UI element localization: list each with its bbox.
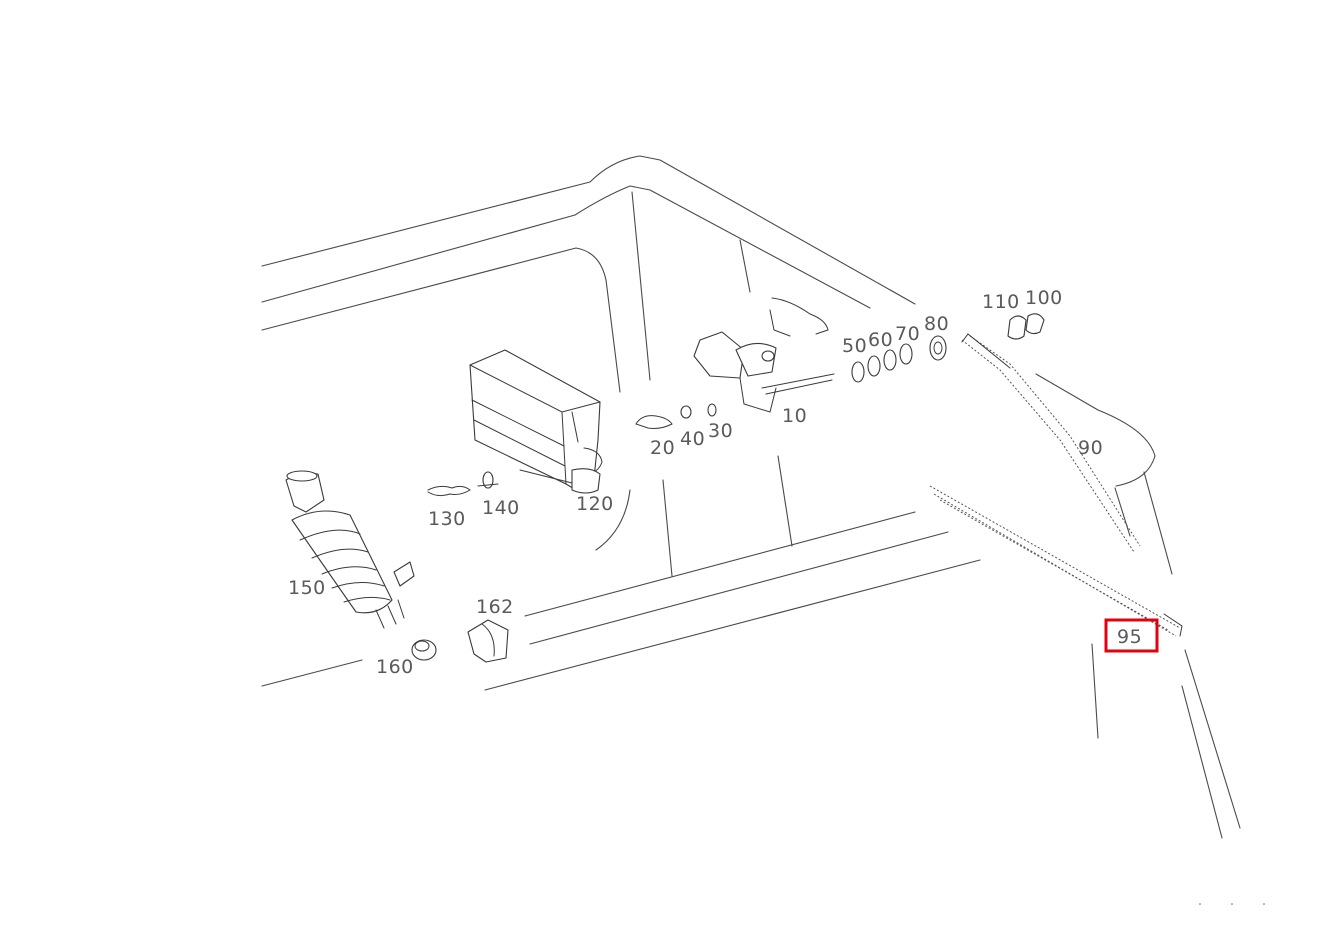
washer-pump (285, 470, 415, 629)
callout-95[interactable]: 95 (1117, 626, 1142, 648)
callout-labels: 10 20 40 30 50 60 70 80 110 100 90 95 12… (288, 287, 1142, 678)
wiper-arm (961, 333, 1141, 553)
pump-grommet (411, 639, 437, 661)
wiper-nuts-washers (851, 335, 947, 383)
callout-80[interactable]: 80 (924, 313, 949, 335)
hose-connector (427, 471, 499, 497)
callout-50[interactable]: 50 (842, 335, 867, 357)
callout-120[interactable]: 120 (576, 493, 614, 515)
corner-dots (1199, 903, 1265, 905)
callout-30[interactable]: 30 (708, 420, 733, 442)
callout-160[interactable]: 160 (376, 656, 414, 678)
reservoir-cap (571, 468, 601, 494)
wiper-arm-caps (1007, 313, 1045, 340)
callout-110[interactable]: 110 (982, 291, 1020, 313)
callout-140[interactable]: 140 (482, 497, 520, 519)
callout-150[interactable]: 150 (288, 577, 326, 599)
callout-10[interactable]: 10 (782, 405, 807, 427)
callout-90[interactable]: 90 (1078, 437, 1103, 459)
vehicle-body-outline (261, 155, 1241, 839)
callout-40[interactable]: 40 (680, 428, 705, 450)
callout-60[interactable]: 60 (868, 329, 893, 351)
callout-100[interactable]: 100 (1025, 287, 1063, 309)
hose-clip (467, 619, 509, 663)
callout-162[interactable]: 162 (476, 596, 514, 618)
callout-70[interactable]: 70 (895, 323, 920, 345)
callout-highlight-box (1104, 618, 1159, 653)
wiper-motor (693, 297, 835, 413)
callout-130[interactable]: 130 (428, 508, 466, 530)
small-fasteners (635, 403, 717, 429)
washer-reservoir (469, 349, 603, 491)
wiper-blade (929, 485, 1183, 637)
callout-20[interactable]: 20 (650, 437, 675, 459)
